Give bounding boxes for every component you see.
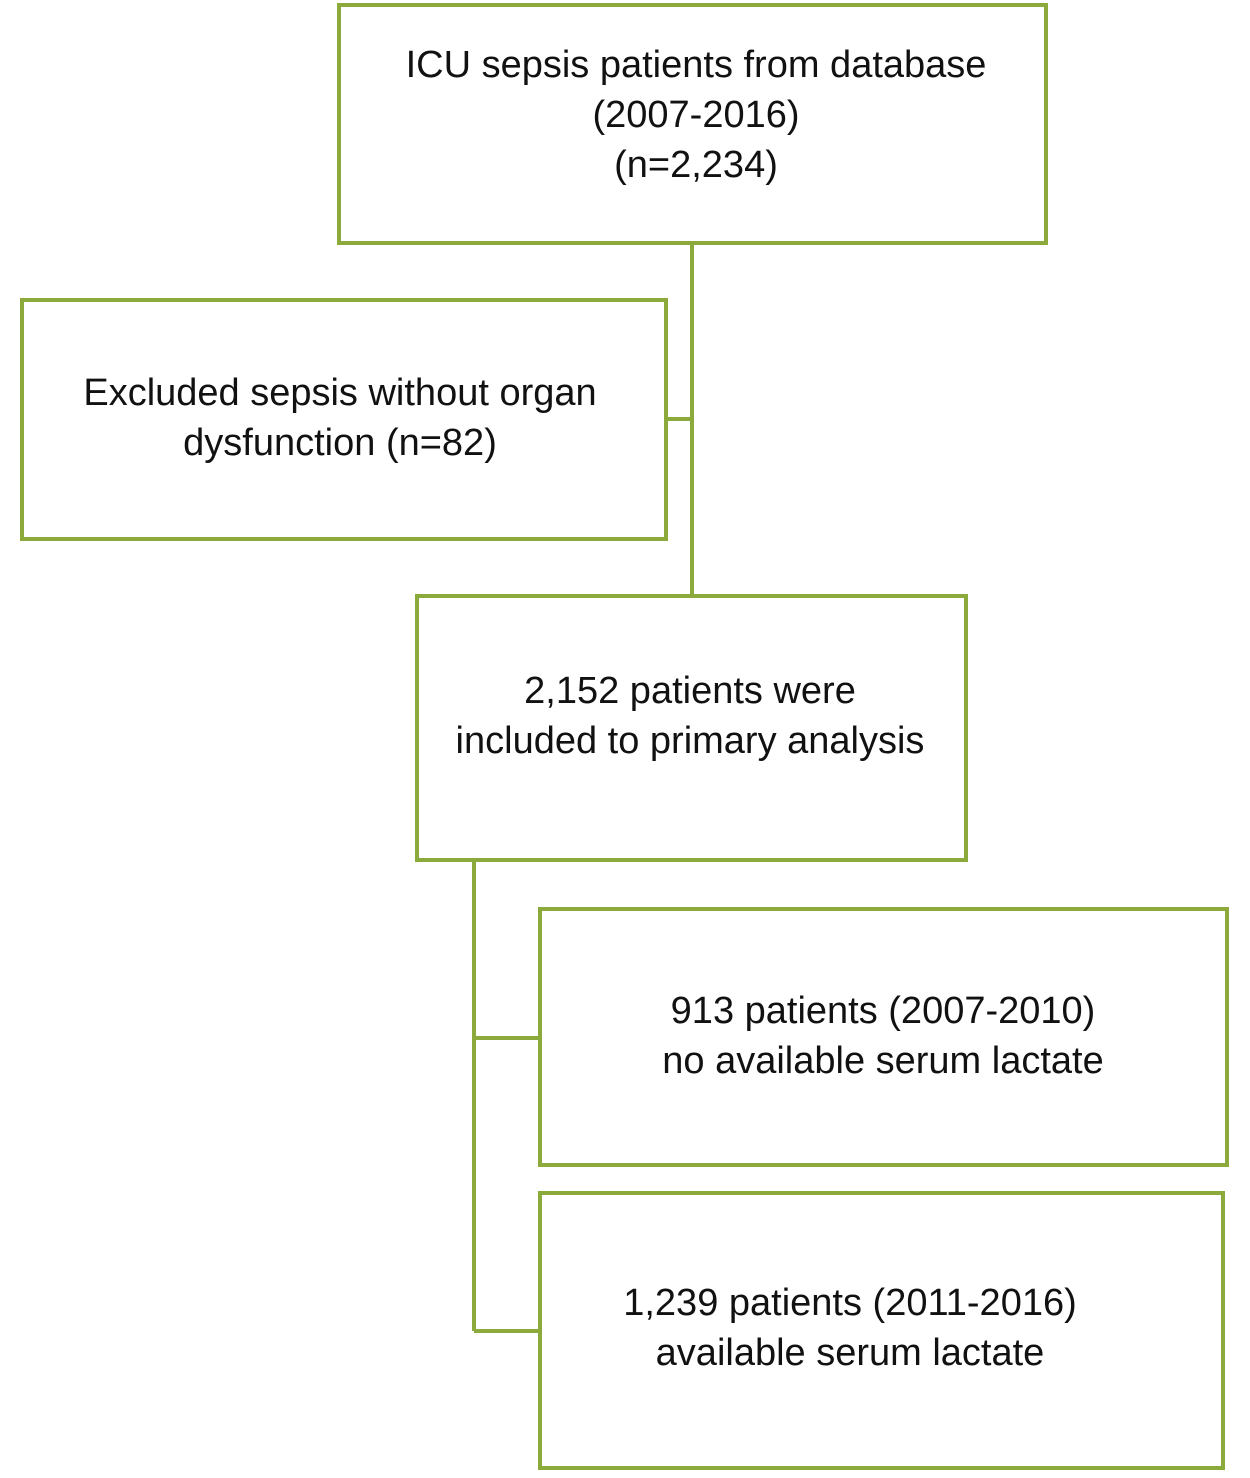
no-lactate-line-2: no available serum lactate bbox=[662, 1040, 1103, 1082]
no-lactate-box bbox=[538, 907, 1229, 1167]
excluded-line-1: Excluded sepsis without organ bbox=[83, 372, 596, 414]
lactate-line-2: available serum lactate bbox=[656, 1332, 1045, 1374]
included-line-1: 2,152 patients were bbox=[524, 670, 856, 712]
lactate-line-1: 1,239 patients (2011-2016) bbox=[623, 1282, 1077, 1324]
no-lactate-line-1: 913 patients (2007-2010) bbox=[671, 990, 1096, 1032]
included-line-2: included to primary analysis bbox=[456, 720, 925, 762]
excluded-line-2: dysfunction (n=82) bbox=[183, 422, 497, 464]
excluded-box bbox=[20, 298, 668, 541]
source-box bbox=[337, 3, 1048, 245]
source-line-3: (n=2,234) bbox=[614, 144, 778, 186]
lactate-box bbox=[538, 1191, 1225, 1470]
source-line-1: ICU sepsis patients from database bbox=[406, 44, 987, 86]
included-box bbox=[415, 594, 968, 862]
source-line-2: (2007-2016) bbox=[592, 94, 799, 136]
